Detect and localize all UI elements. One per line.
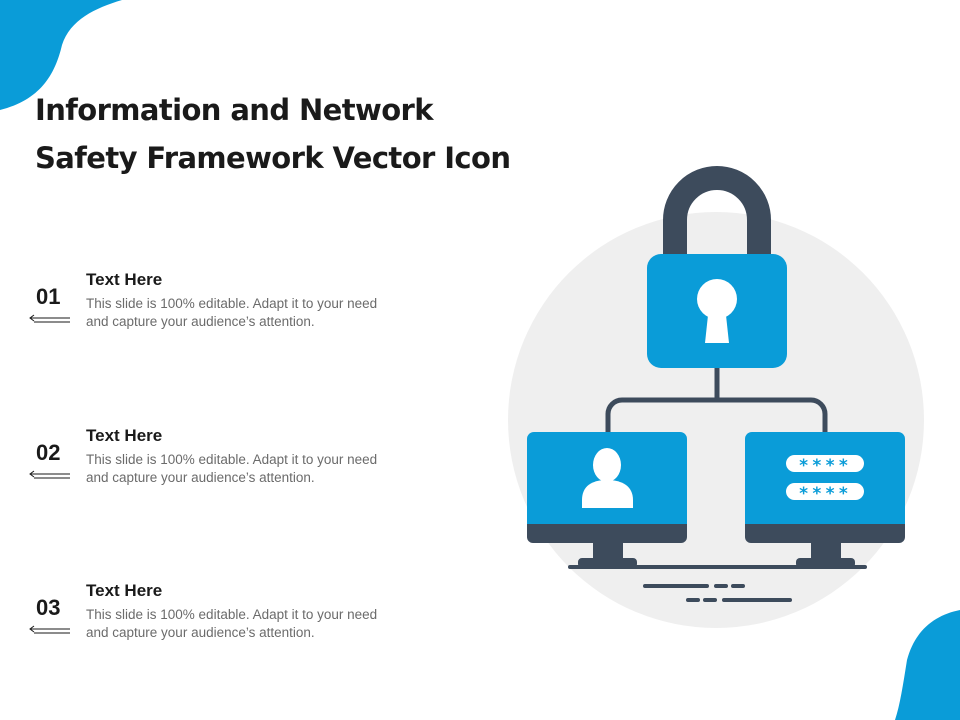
monitor-icon-password: **** **** [745,432,905,568]
slide-title-line2: Safety Framework Vector Icon [35,141,511,175]
list-item-3: 03 Text Here This slide is 100% editable… [28,581,408,661]
ground-dashes [568,565,867,602]
item-number: 01 [36,284,61,309]
arrow-left-icon [29,625,70,634]
arrow-left-icon [29,470,70,479]
padlock-icon [647,166,787,368]
corner-blob-bottom-right [895,610,960,720]
network-connector [605,368,828,432]
password-icon: **** **** [786,455,864,504]
network-security-illustration: **** **** [508,166,924,628]
item-number: 03 [36,595,61,620]
item-description: This slide is 100% editable. Adapt it to… [86,607,378,640]
arrow-left-icon [29,314,70,323]
user-icon [582,448,633,508]
password-row-1: **** [799,456,852,476]
corner-blob-top-left [0,0,122,110]
slide-title: Information and Network Safety Framework… [35,86,555,182]
password-row-2: **** [799,484,852,504]
item-number: 02 [36,440,61,465]
item-heading: Text Here [86,581,163,600]
list-item-2: 02 Text Here This slide is 100% editable… [28,426,408,506]
item-heading: Text Here [86,426,163,445]
item-description: This slide is 100% editable. Adapt it to… [86,452,378,485]
slide-title-line1: Information and Network [35,93,434,127]
item-description: This slide is 100% editable. Adapt it to… [86,296,378,329]
list-item-1: 01 Text Here This slide is 100% editable… [28,270,408,350]
keyhole-icon [697,279,737,343]
item-heading: Text Here [86,270,163,289]
